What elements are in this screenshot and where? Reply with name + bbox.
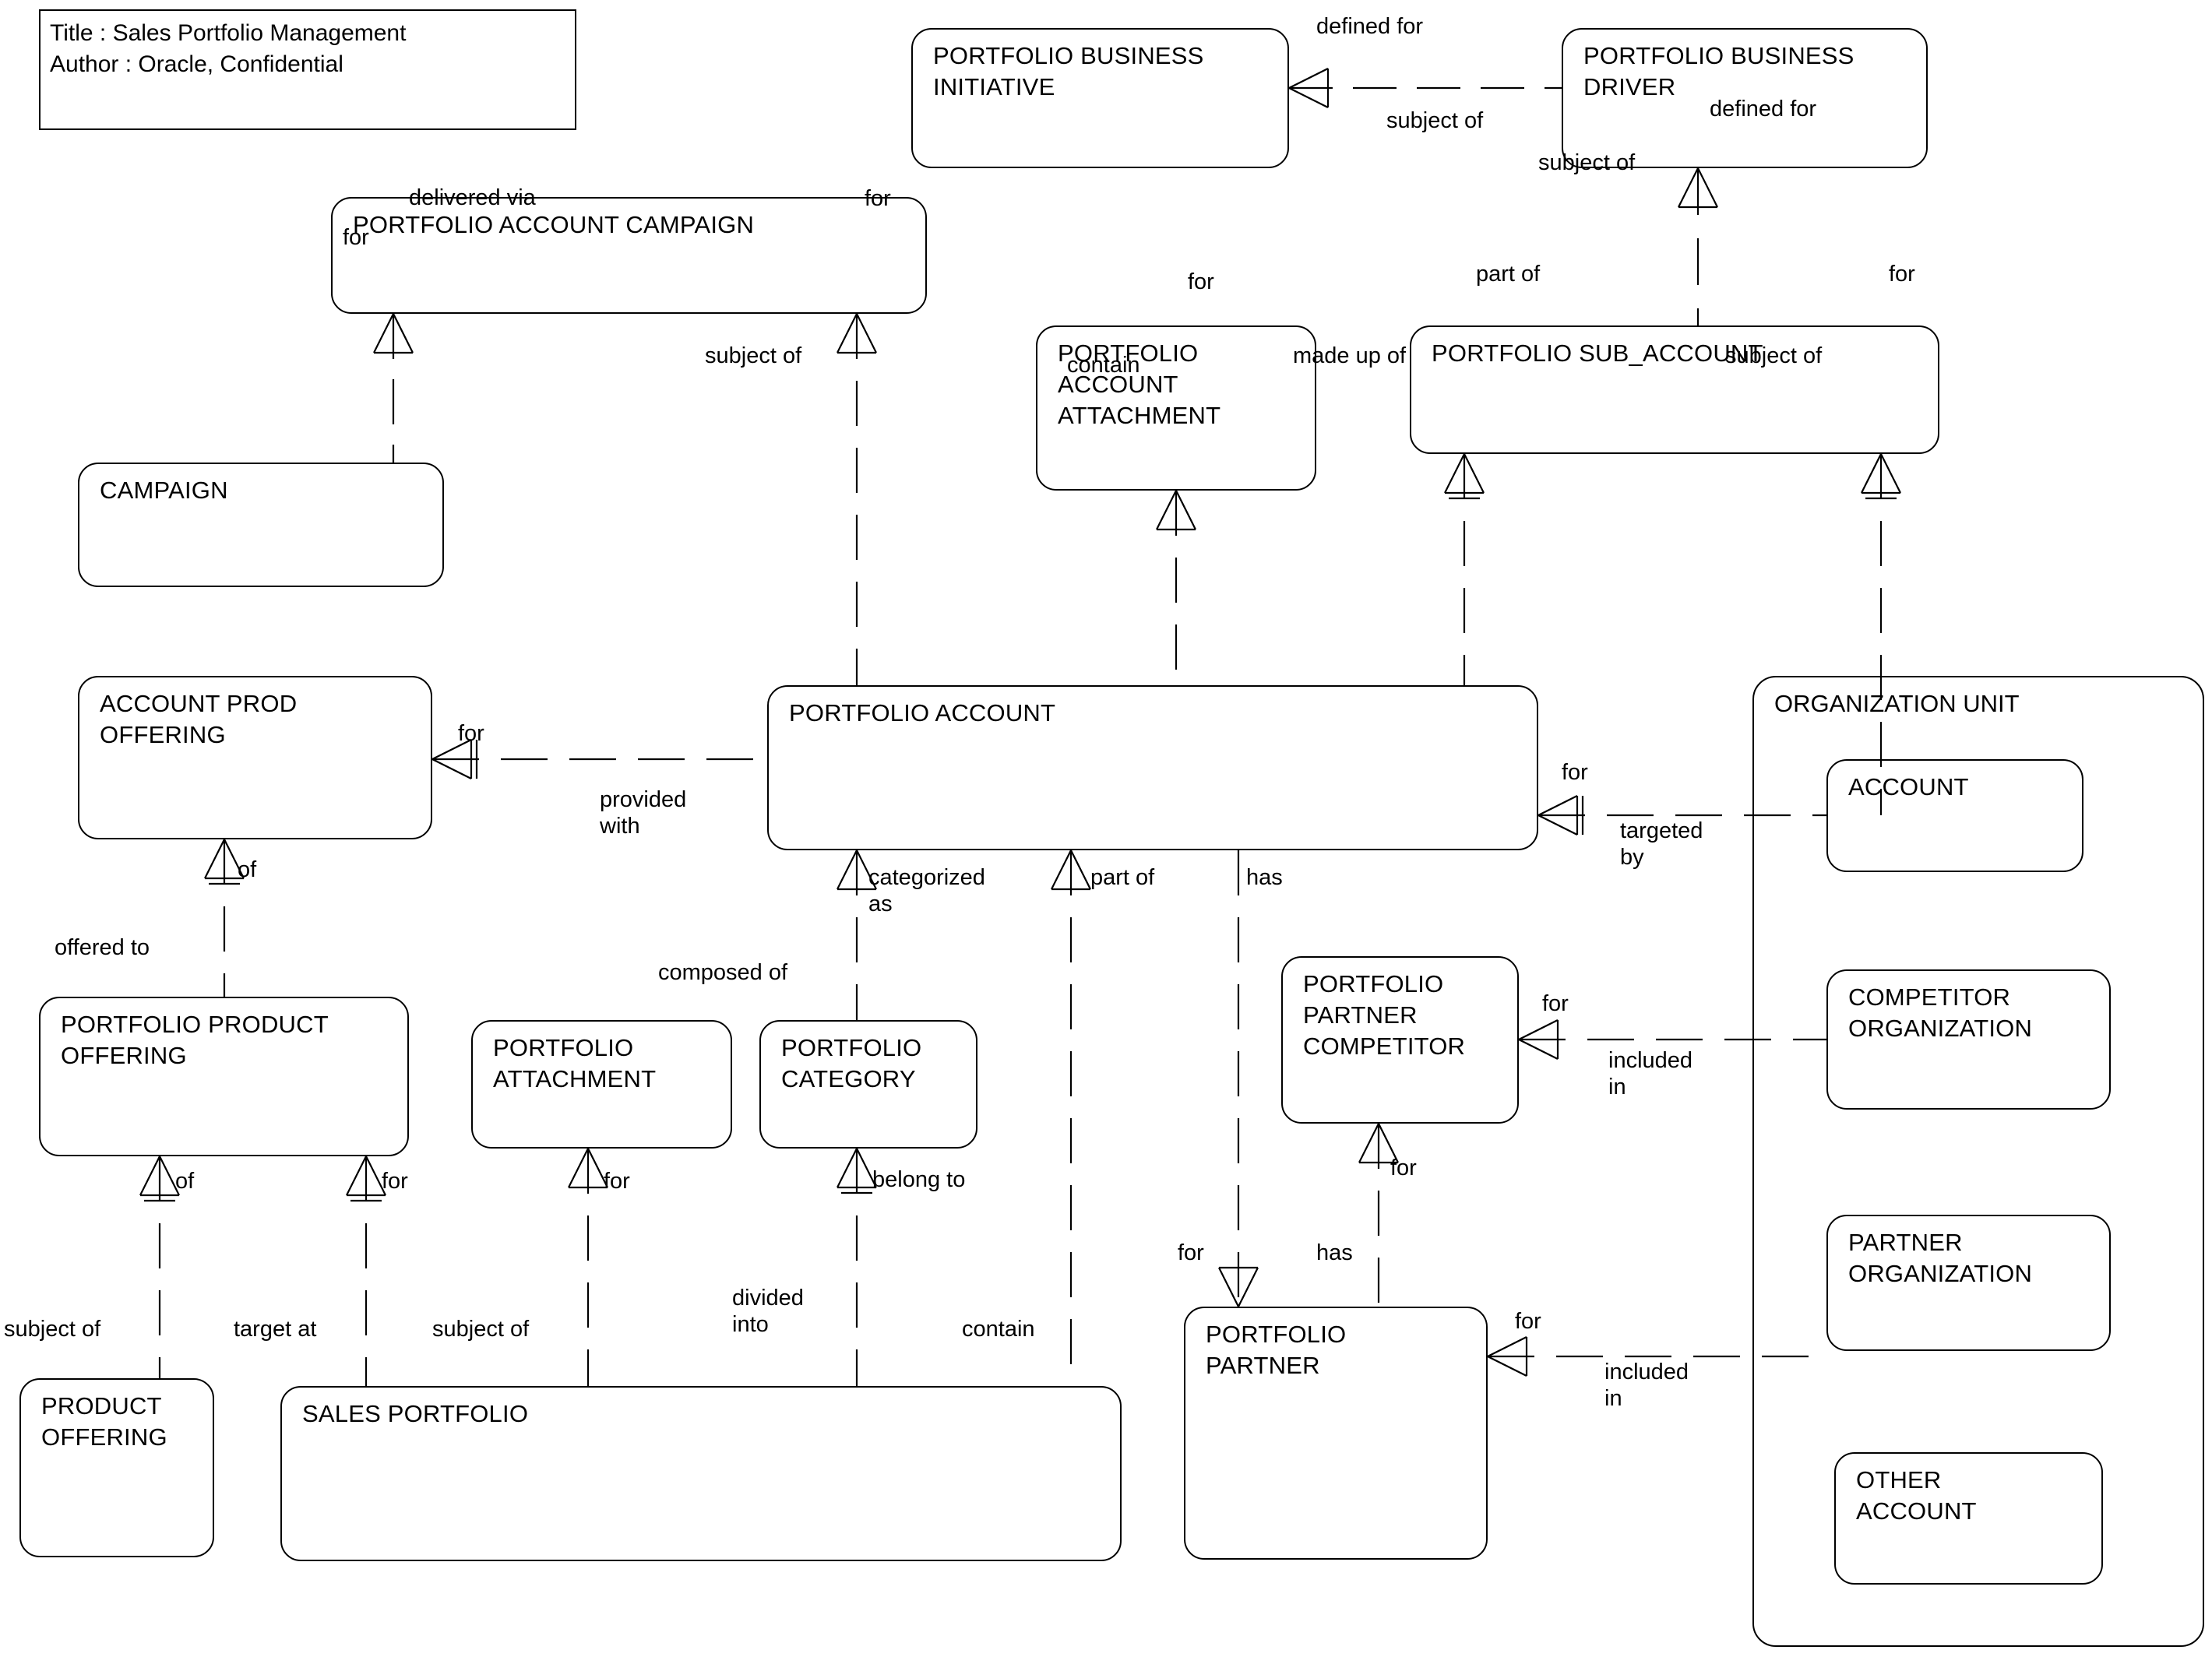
- entity-label: PORTFOLIO PARTNER: [1206, 1321, 1347, 1379]
- entity-product-offering[interactable]: PRODUCT OFFERING: [19, 1378, 214, 1557]
- entity-label: ACCOUNT: [1848, 773, 1969, 800]
- entity-portfolio-account-campaign[interactable]: PORTFOLIO ACCOUNT CAMPAIGN: [331, 197, 927, 314]
- relationship-label-rel-apo-offered-to: offered to: [55, 935, 150, 960]
- relationship-label-rel-pa-part-of: part of: [1090, 865, 1155, 890]
- relationship-label-rel-attachment-for: for: [1188, 269, 1214, 294]
- entity-label: PORTFOLIO SUB_ACCOUNT: [1432, 339, 1763, 367]
- relationship-label-rel-pa-has: has: [1246, 865, 1283, 890]
- relationship-label-rel-sp-subject-of: subject of: [432, 1317, 530, 1342]
- relationship-label-rel-pa-for-right: for: [1562, 760, 1588, 785]
- relationship-label-rel-po-subject-of: subject of: [4, 1317, 101, 1342]
- entity-account-prod-offering[interactable]: ACCOUNT PROD OFFERING: [78, 676, 432, 839]
- relationship-label-rel-ppo-for: for: [382, 1169, 408, 1194]
- entity-label: PORTFOLIO BUSINESS DRIVER: [1583, 42, 1854, 100]
- entity-label: ACCOUNT PROD OFFERING: [100, 690, 298, 748]
- relationship-label-rel-cat-composed-of: composed of: [658, 960, 788, 985]
- entity-label: ORGANIZATION UNIT: [1774, 690, 2020, 717]
- entity-campaign[interactable]: CAMPAIGN: [78, 463, 444, 587]
- relationship-label-rel-ppc-included-in: included in: [1608, 1048, 1693, 1099]
- entity-competitor-organization[interactable]: COMPETITOR ORGANIZATION: [1826, 969, 2111, 1110]
- entity-label: PORTFOLIO CATEGORY: [781, 1034, 922, 1092]
- entity-portfolio-category[interactable]: PORTFOLIO CATEGORY: [759, 1020, 977, 1149]
- relationship-label-rel-pacampaign-subject-of: subject of: [705, 343, 802, 368]
- relationship-label-rel-apo-pa-provided-with: provided with: [600, 787, 687, 839]
- relationship-label-rel-campaign-for-left: for: [343, 225, 369, 250]
- relationship-label-rel-cat-belong-to: belong to: [872, 1167, 966, 1192]
- relationship-label-rel-sub-account-part-of: part of: [1476, 262, 1541, 287]
- relationship-label-rel-campaign-delivered-via: delivered via: [409, 185, 536, 210]
- entity-label: PORTFOLIO ATTACHMENT: [493, 1034, 657, 1092]
- relationship-label-rel-sp-target-at: target at: [234, 1317, 317, 1342]
- entity-label: PARTNER ORGANIZATION: [1848, 1229, 2033, 1287]
- relationship-label-rel-pattach-for: for: [604, 1169, 630, 1194]
- entity-partner-organization[interactable]: PARTNER ORGANIZATION: [1826, 1215, 2111, 1351]
- entity-portfolio-sub-account[interactable]: PORTFOLIO SUB_ACCOUNT: [1410, 325, 1939, 454]
- relationship-label-rel-driver-sub-account-defined-for: defined for: [1710, 97, 1817, 121]
- relationship-label-rel-pa-categorized-as: categorized as: [868, 865, 985, 916]
- author-line: Author : Oracle, Confidential: [50, 51, 343, 77]
- relationship-label-rel-pa-targeted-by: targeted by: [1620, 818, 1703, 870]
- relationship-label-rel-sub-account-made-up-of: made up of: [1293, 343, 1407, 368]
- entity-label: PORTFOLIO PARTNER COMPETITOR: [1303, 970, 1466, 1060]
- relationship-label-rel-partner-has: has: [1316, 1240, 1353, 1265]
- title-line: Title : Sales Portfolio Management: [50, 20, 407, 46]
- relationship-label-rel-attachment-contain: contain: [1067, 353, 1140, 378]
- entity-portfolio-attachment[interactable]: PORTFOLIO ATTACHMENT: [471, 1020, 732, 1149]
- entity-portfolio-business-driver[interactable]: PORTFOLIO BUSINESS DRIVER: [1562, 28, 1928, 168]
- relationship-label-rel-ppo-of: of: [175, 1169, 195, 1194]
- entity-label: OTHER ACCOUNT: [1856, 1466, 1977, 1525]
- relationship-label-rel-apo-of: of: [238, 857, 257, 882]
- relationship-label-rel-sub-account-subject-of: subject of: [1725, 343, 1823, 368]
- entity-label: PORTFOLIO BUSINESS INITIATIVE: [933, 42, 1204, 100]
- relationship-label-rel-partner-for-left: for: [1178, 1240, 1204, 1265]
- entity-label: PORTFOLIO ACCOUNT ATTACHMENT: [1058, 339, 1221, 429]
- entity-label: SALES PORTFOLIO: [302, 1400, 529, 1427]
- relationship-label-rel-partner-included-in: included in: [1604, 1360, 1689, 1411]
- relationship-label-rel-sub-account-for: for: [1889, 262, 1915, 287]
- entity-label: PORTFOLIO ACCOUNT CAMPAIGN: [353, 211, 755, 238]
- entity-organization-unit[interactable]: ORGANIZATION UNIT: [1752, 676, 2204, 1647]
- title-block: Title : Sales Portfolio Management Autho…: [39, 9, 576, 130]
- relationship-label-rel-initiative-driver-subject-of: subject of: [1386, 108, 1484, 133]
- relationship-label-rel-sp-divided-into: divided into: [732, 1286, 804, 1337]
- entity-label: PRODUCT OFFERING: [41, 1392, 167, 1451]
- relationship-label-rel-sp-contain: contain: [962, 1317, 1035, 1342]
- entity-label: COMPETITOR ORGANIZATION: [1848, 983, 2033, 1042]
- entity-sales-portfolio[interactable]: SALES PORTFOLIO: [280, 1386, 1122, 1561]
- relationship-label-rel-driver-sub-account-subject-of: subject of: [1538, 150, 1636, 175]
- entity-portfolio-product-offering[interactable]: PORTFOLIO PRODUCT OFFERING: [39, 997, 409, 1156]
- entity-label: PORTFOLIO PRODUCT OFFERING: [61, 1011, 329, 1069]
- relationship-label-rel-ppc-for-down: for: [1390, 1156, 1417, 1180]
- relationship-label-rel-pacampaign-for: for: [865, 186, 891, 211]
- entity-portfolio-business-initiative[interactable]: PORTFOLIO BUSINESS INITIATIVE: [911, 28, 1289, 168]
- entity-portfolio-account[interactable]: PORTFOLIO ACCOUNT: [767, 685, 1538, 850]
- entity-other-account[interactable]: OTHER ACCOUNT: [1834, 1452, 2103, 1585]
- relationship-label-rel-partner-for-right: for: [1515, 1309, 1541, 1334]
- entity-account[interactable]: ACCOUNT: [1826, 759, 2083, 872]
- entity-label: CAMPAIGN: [100, 477, 228, 504]
- relationship-label-rel-apo-pa-for: for: [458, 721, 484, 746]
- entity-label: PORTFOLIO ACCOUNT: [789, 699, 1056, 726]
- relationship-label-rel-ppc-for-right: for: [1542, 991, 1569, 1016]
- entity-portfolio-partner-competitor[interactable]: PORTFOLIO PARTNER COMPETITOR: [1281, 956, 1519, 1124]
- entity-portfolio-account-attachment[interactable]: PORTFOLIO ACCOUNT ATTACHMENT: [1036, 325, 1316, 491]
- relationship-label-rel-initiative-driver-defined-for: defined for: [1316, 14, 1424, 39]
- entity-portfolio-partner[interactable]: PORTFOLIO PARTNER: [1184, 1307, 1488, 1560]
